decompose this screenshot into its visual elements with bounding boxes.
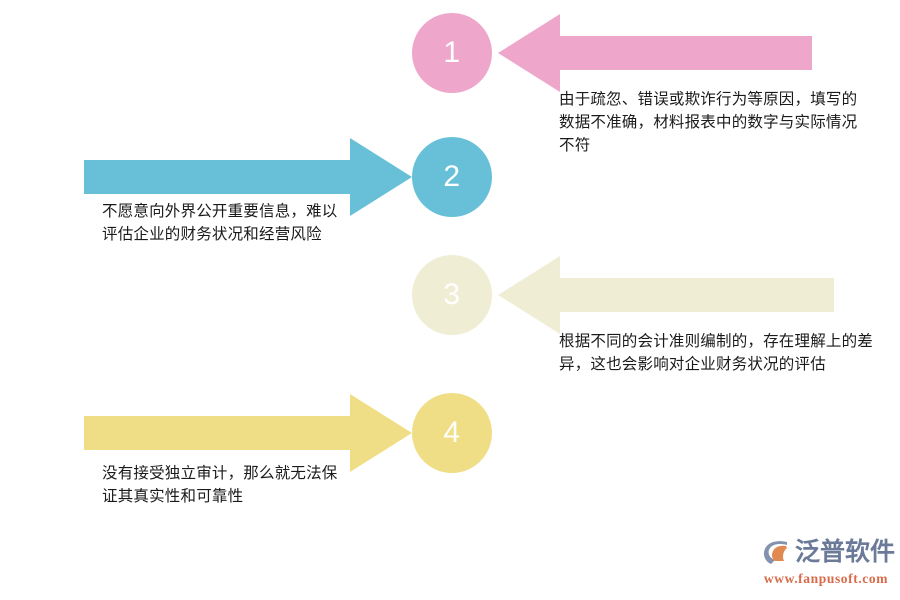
logo-company-name: 泛普软件	[795, 538, 896, 566]
arrow-step-2	[84, 136, 412, 218]
arrow-shape-2	[84, 138, 412, 216]
logo-website-url: www.fanpusoft.com	[763, 571, 889, 586]
step-circle-1: 1	[412, 13, 492, 93]
arrow-shape-4	[84, 394, 412, 472]
step-circle-3: 3	[412, 255, 492, 335]
step-number-3: 3	[443, 278, 461, 311]
step-number-1: 1	[443, 36, 461, 69]
company-logo: 泛普软件 www.fanpusoft.com	[760, 534, 896, 590]
fanpu-logo-mark-icon	[760, 536, 792, 568]
step-circle-4: 4	[412, 393, 492, 473]
step-circle-2: 2	[412, 137, 492, 217]
arrow-step-4	[84, 392, 412, 474]
step-text-4: 没有接受独立审计，那么就无法保证其真实性和可靠性	[102, 465, 338, 505]
arrow-step-3	[498, 254, 834, 336]
step-text-2: 不愿意向外界公开重要信息，难以评估企业的财务状况和经营风险	[102, 203, 338, 243]
step-number-2: 2	[443, 160, 461, 193]
step-text-3: 根据不同的会计准则编制的，存在理解上的差异，这也会影响对企业财务状况的评估	[559, 333, 874, 373]
arrow-step-1	[498, 12, 812, 94]
step-number-4: 4	[443, 416, 461, 449]
step-text-1: 由于疏忽、错误或欺诈行为等原因，填写的数据不准确，材料报表中的数字与实际情况不符	[559, 91, 858, 154]
arrow-shape-3	[498, 256, 834, 334]
arrow-shape-1	[498, 14, 812, 92]
logo-row: 泛普软件	[760, 534, 896, 570]
